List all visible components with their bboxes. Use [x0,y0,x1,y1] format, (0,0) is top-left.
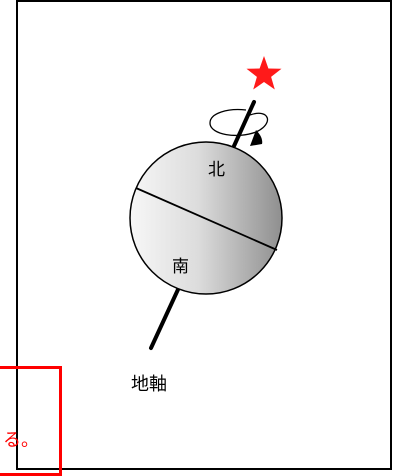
north-pole-label: 北 [208,160,225,180]
earth-tilt-diagram [129,56,283,350]
red-highlight-box [0,366,62,476]
earth-axis-label: 地軸 [131,374,167,395]
earth-axis-lower [149,281,183,350]
star-icon [246,56,282,90]
equator-line [135,187,278,251]
south-pole-label: 南 [172,257,189,277]
earth-axis-upper [232,100,256,148]
corner-text-fragment: る。 [3,430,39,451]
rotation-arrow-icon [209,108,268,146]
